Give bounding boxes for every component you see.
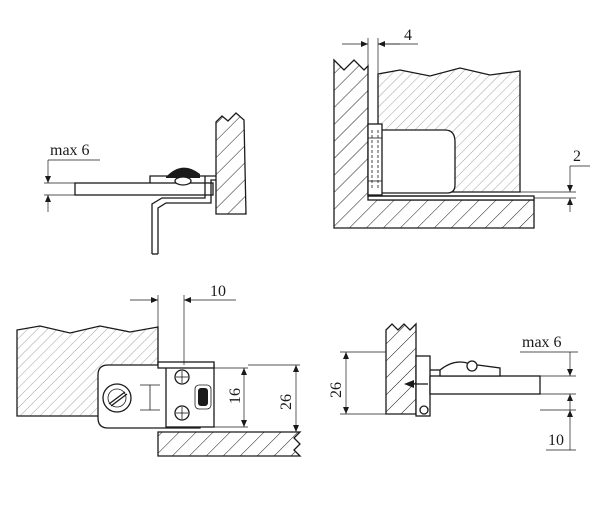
glass-plate [74,182,214,196]
glass-plate-br [429,375,541,395]
rubber-pad [166,167,200,178]
screw-head [174,176,192,186]
view-bottom-left: 10 16 26 [16,283,302,457]
dim-label-16: 16 [227,388,244,404]
dim-label-max6-top-left: max 6 [50,142,90,159]
dim-label-10-bottom-right: 10 [548,432,564,449]
view-top-left: max 6 [44,112,247,255]
side-panel [385,322,417,415]
view-top-right: 4 2 [333,27,590,229]
adjust-slot [198,388,208,406]
dim-label-4: 4 [404,27,412,44]
view-bottom-right: 26 max 6 10 [328,322,578,451]
dim-label-2: 2 [573,148,581,165]
dim-label-26-left: 26 [328,382,345,398]
dim-label-26-right: 26 [278,394,295,410]
lower-slab-bl [157,431,302,457]
dim-label-10-top: 10 [210,283,226,300]
insert-arrow [404,380,414,388]
dim-label-max6-bottom-right: max 6 [522,334,562,351]
bracket [151,175,216,254]
wall-panel [215,112,247,215]
mounting-plate [367,123,383,196]
hinge-body [377,129,456,194]
